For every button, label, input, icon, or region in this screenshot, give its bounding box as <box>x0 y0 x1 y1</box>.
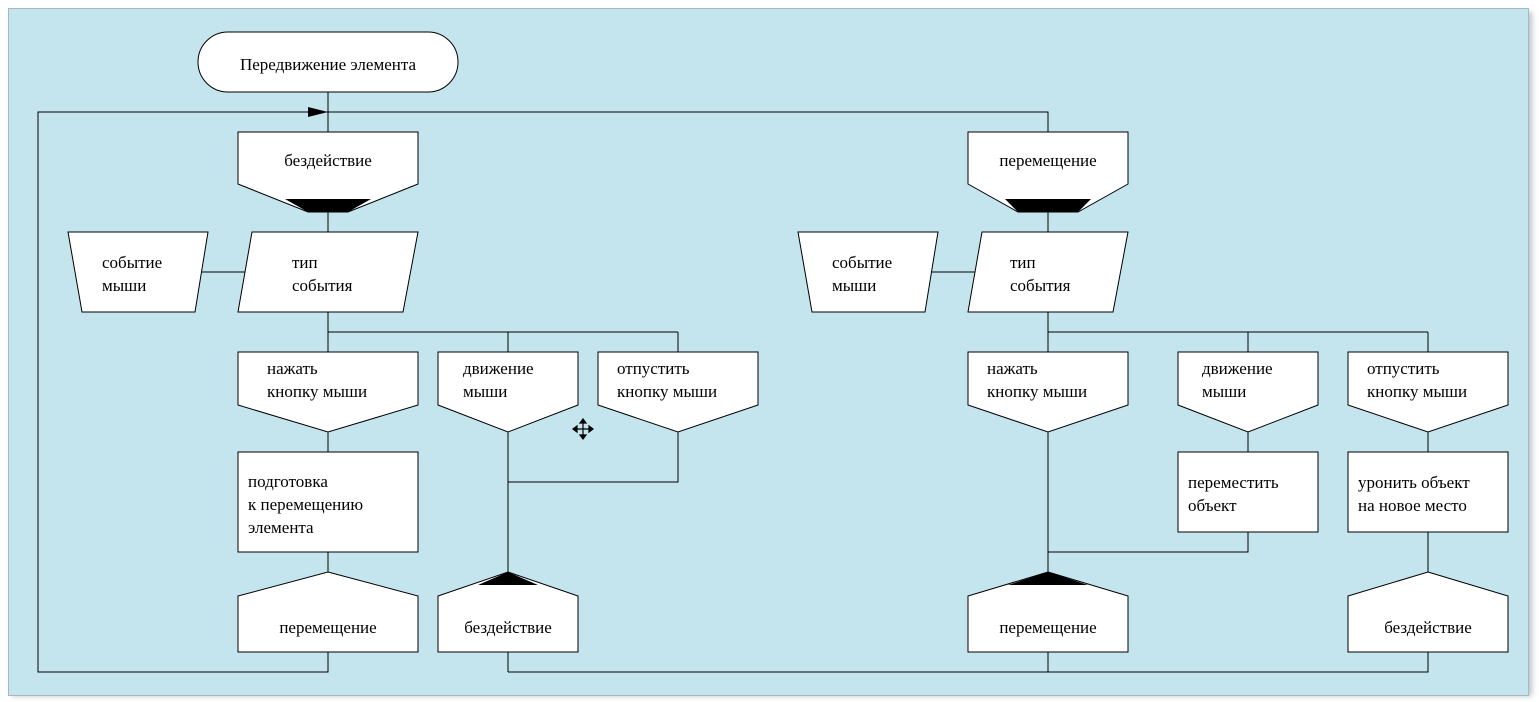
right-next-state-b <box>1347 571 1509 653</box>
right-press-line2: кнопку мыши <box>987 382 1087 401</box>
left-prepare-line1: подготовка <box>248 472 328 491</box>
left-input-type <box>237 231 419 313</box>
right-next-a-marker <box>1008 572 1088 585</box>
right-source-line1: событие <box>832 253 892 272</box>
right-drop-line1: уронить объект <box>1358 473 1470 492</box>
right-bottom-b <box>508 652 1429 673</box>
loop-arrow-icon <box>308 107 328 117</box>
right-move-line1: движение <box>1202 359 1273 378</box>
right-action-move <box>1177 451 1319 533</box>
right-type-line1: тип <box>1010 253 1036 272</box>
left-prepare-line3: элемента <box>248 518 314 537</box>
right-state-label: перемещение <box>999 151 1096 170</box>
right-case-release <box>1347 351 1509 433</box>
left-press-line2: кнопку мыши <box>267 382 367 401</box>
left-action-prepare <box>237 451 419 553</box>
right-input-source <box>797 231 939 313</box>
left-move-line2: мыши <box>463 382 507 401</box>
right-release-line2: кнопку мыши <box>1367 382 1467 401</box>
right-move-line2: мыши <box>1202 382 1246 401</box>
left-move-line1: движение <box>463 359 534 378</box>
left-next-state-a <box>237 571 419 653</box>
move-cursor-icon <box>572 418 594 440</box>
left-next-state-b <box>437 571 579 653</box>
left-state-label: бездействие <box>284 151 372 170</box>
right-type-line2: события <box>1010 276 1071 295</box>
right-source-line2: мыши <box>832 276 876 295</box>
left-state-marker <box>285 199 371 212</box>
left-type-line1: тип <box>292 253 318 272</box>
left-source-line1: событие <box>102 253 162 272</box>
right-next-state-a <box>967 571 1129 653</box>
right-drop-line2: на новое место <box>1358 496 1467 515</box>
left-next-b-label: бездействие <box>464 618 552 637</box>
left-case-move <box>437 351 579 433</box>
title-label: Передвижение элемента <box>240 55 417 74</box>
right-state-marker <box>1005 199 1091 212</box>
right-move-action-line2: объект <box>1188 496 1237 515</box>
left-input-source <box>67 231 209 313</box>
loop-connector <box>37 111 1049 673</box>
left-prepare-line2: к перемещению <box>248 495 363 514</box>
left-branch-bus <box>327 331 679 352</box>
right-press-line1: нажать <box>987 359 1038 378</box>
left-next-a-label: перемещение <box>279 618 376 637</box>
right-branch-bus <box>1047 331 1429 352</box>
right-case-press <box>967 351 1129 433</box>
right-action-drop <box>1347 451 1509 533</box>
title-terminator <box>197 31 459 93</box>
right-move-join <box>1048 532 1249 553</box>
left-press-line1: нажать <box>267 359 318 378</box>
left-release-line1: отпустить <box>617 359 690 378</box>
right-release-line1: отпустить <box>1367 359 1440 378</box>
left-release-join <box>508 432 679 483</box>
left-release-line2: кнопку мыши <box>617 382 717 401</box>
right-move-action-line1: переместить <box>1188 473 1279 492</box>
left-case-release <box>597 351 759 433</box>
right-case-move <box>1177 351 1319 433</box>
right-input-type <box>967 231 1129 313</box>
left-source-line2: мыши <box>102 276 146 295</box>
left-case-press <box>237 351 419 433</box>
right-next-b-label: бездействие <box>1384 618 1472 637</box>
right-next-a-label: перемещение <box>999 618 1096 637</box>
left-type-line2: события <box>292 276 353 295</box>
left-next-a-marker <box>478 572 538 585</box>
